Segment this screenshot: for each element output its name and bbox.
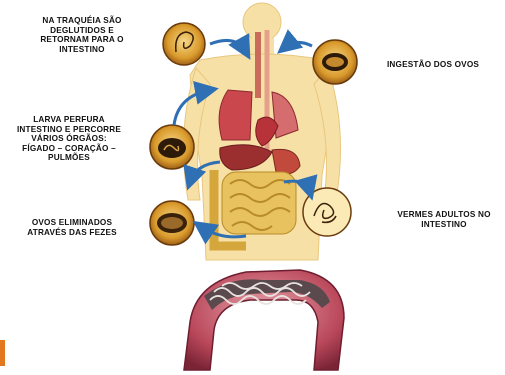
label-trachea-line-3: RETORNAM PARA O xyxy=(22,35,142,45)
label-larva-line-2: INTESTINO E PERCORRE xyxy=(2,125,136,135)
label-larva: LARVA PERFURA INTESTINO E PERCORRE VÁRIO… xyxy=(2,115,136,163)
label-adults: VERMES ADULTOS NO INTESTINO xyxy=(382,210,505,229)
label-larva-line-4: FÍGADO – CORAÇÃO – xyxy=(2,144,136,154)
stage-circle-adults xyxy=(303,188,351,236)
label-adults-line-1: VERMES ADULTOS NO xyxy=(382,210,505,220)
label-larva-line-3: VÁRIOS ÓRGÃOS: xyxy=(2,134,136,144)
label-larva-line-5: PULMÕES xyxy=(2,153,136,163)
stage-circle-eggs-out xyxy=(150,201,194,245)
stage-circle-ingestion xyxy=(313,40,357,84)
label-trachea-line-1: NA TRAQUÉIA SÃO xyxy=(22,16,142,26)
label-ingestion-line-1: INGESTÃO DOS OVOS xyxy=(368,60,498,70)
label-trachea: NA TRAQUÉIA SÃO DEGLUTIDOS E RETORNAM PA… xyxy=(22,16,142,54)
colon-with-worms xyxy=(184,270,344,370)
label-eggs-out-line-1: OVOS ELIMINADOS xyxy=(14,218,130,228)
label-ingestion: INGESTÃO DOS OVOS xyxy=(368,60,498,70)
label-eggs-out: OVOS ELIMINADOS ATRAVÉS DAS FEZES xyxy=(14,218,130,237)
label-adults-line-2: INTESTINO xyxy=(382,220,505,230)
stage-circle-larva xyxy=(150,125,194,169)
label-trachea-line-4: INTESTINO xyxy=(22,45,142,55)
label-larva-line-1: LARVA PERFURA xyxy=(2,115,136,125)
label-trachea-line-2: DEGLUTIDOS E xyxy=(22,26,142,36)
label-eggs-out-line-2: ATRAVÉS DAS FEZES xyxy=(14,228,130,238)
stage-circle-trachea xyxy=(163,23,205,65)
slide-accent-bar xyxy=(0,340,5,366)
